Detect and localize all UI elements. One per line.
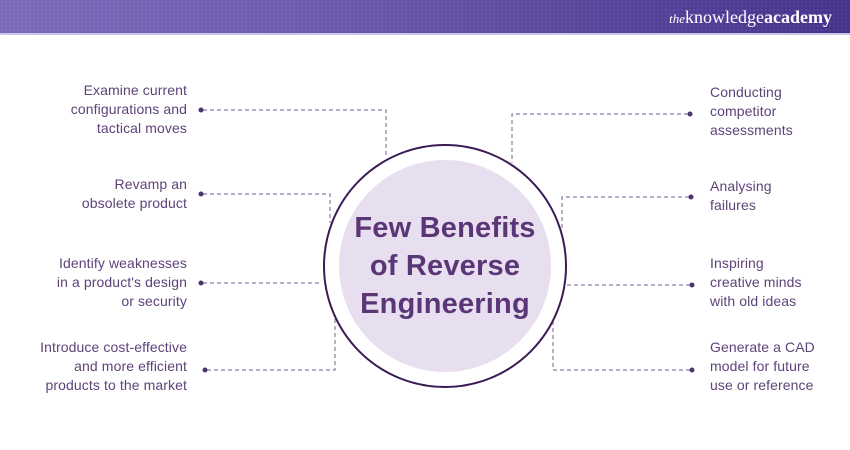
logo-the: the [669,11,686,26]
connector-dot [198,191,204,197]
benefit-label-revamp-product: Revamp an obsolete product [81,176,187,211]
benefit-label-examine-configurations: Examine current configurations and tacti… [70,82,187,136]
connector-line [561,196,689,231]
central-circle: Few Benefits of Reverse Engineering [323,144,567,388]
connector-dot [202,367,208,373]
logo-academy: academy [764,7,832,27]
connector-line [203,109,387,157]
connector-dot [198,107,204,113]
diagram-title: Few Benefits of Reverse Engineering [354,212,536,320]
connector-dot [689,367,695,373]
connector-line [511,113,688,163]
benefit-label-cost-effective-products: Introduce cost-effective and more effici… [40,339,187,393]
benefit-label-analysing-failures: Analysing failures [710,178,772,213]
benefit-label-inspiring-minds: Inspiring creative minds with old ideas [710,255,802,309]
connector-line [203,193,331,223]
connector-dot [198,280,204,286]
connector-dot [689,282,695,288]
knowledge-academy-logo: theknowledgeacademy [669,6,832,30]
logo-knowledge: knowledge [685,7,765,27]
benefit-label-cad-model: Generate a CAD model for future use or r… [710,339,815,393]
central-circle-fill: Few Benefits of Reverse Engineering [339,160,551,372]
connector-line [207,319,336,371]
connector-dot [687,111,693,117]
connector-dot [688,194,694,200]
header-bar: theknowledgeacademy [0,0,850,35]
connector-line [552,321,690,371]
benefit-label-competitor-assessments: Conducting competitor assessments [710,84,793,138]
benefit-label-identify-weaknesses: Identify weaknesses in a product's desig… [56,255,187,309]
